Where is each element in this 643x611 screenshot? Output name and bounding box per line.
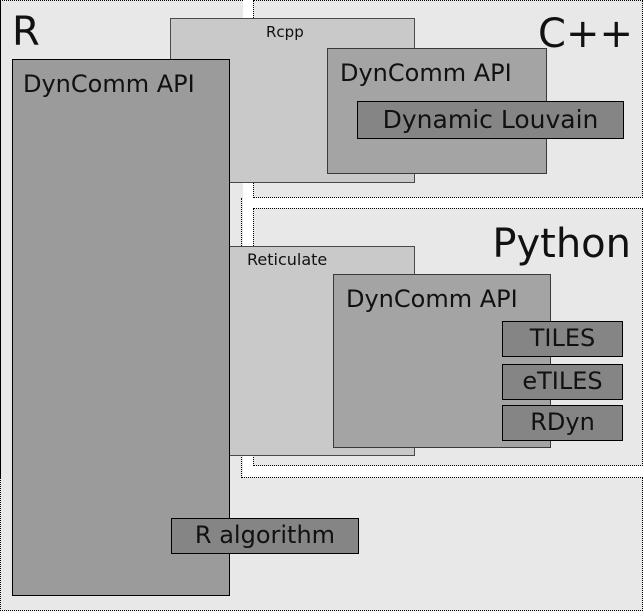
r-algorithm: R algorithm bbox=[171, 518, 359, 554]
r-algorithm-label: R algorithm bbox=[194, 521, 336, 549]
reticulate-bridge-label: Reticulate bbox=[247, 250, 328, 269]
python-api-label: DynComm API bbox=[346, 285, 518, 313]
r-language-label: R bbox=[12, 9, 40, 55]
rdyn-label: RDyn bbox=[530, 408, 595, 436]
tiles-algorithm: TILES bbox=[502, 321, 623, 357]
r-api-label: DynComm API bbox=[23, 70, 195, 98]
etiles-algorithm: eTILES bbox=[502, 364, 623, 400]
cpp-api-label: DynComm API bbox=[340, 59, 512, 87]
r-zone-left-edge bbox=[0, 0, 1, 611]
dynamic-louvain-algorithm: Dynamic Louvain bbox=[357, 101, 624, 139]
cpp-language-label: C++ bbox=[538, 11, 633, 57]
rcpp-bridge-label: Rcpp bbox=[266, 23, 304, 41]
etiles-label: eTILES bbox=[522, 367, 603, 395]
rdyn-algorithm: RDyn bbox=[502, 405, 623, 441]
tiles-label: TILES bbox=[529, 324, 596, 352]
python-language-label: Python bbox=[492, 221, 631, 267]
dynamic-louvain-label: Dynamic Louvain bbox=[382, 105, 599, 134]
r-dyncomm-api: DynComm API bbox=[12, 59, 230, 596]
